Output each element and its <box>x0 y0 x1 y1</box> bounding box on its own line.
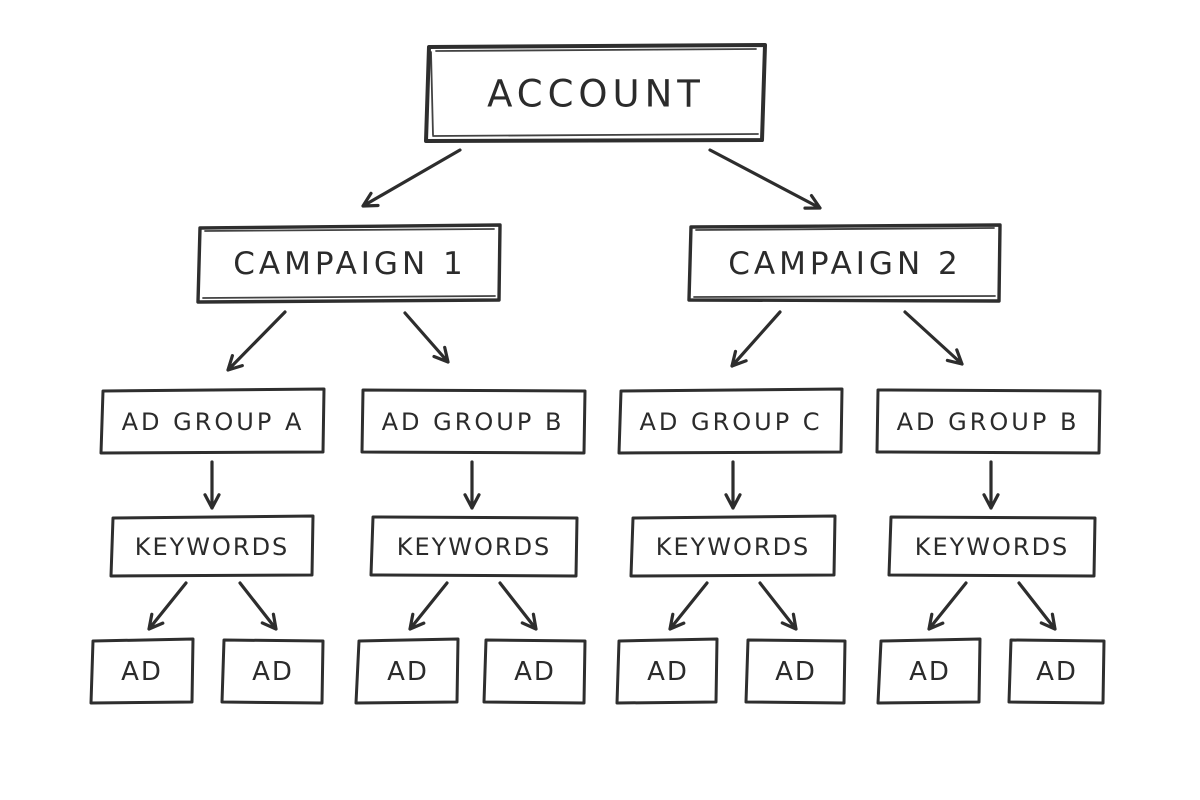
keywords-1-box <box>109 514 315 578</box>
campaign-2-label: CAMPAIGN 2 <box>728 246 961 282</box>
keywords-1-label: KEYWORDS <box>135 533 290 561</box>
ad-group-b-left-label: AD GROUP B <box>382 408 565 436</box>
ad-4-label: AD <box>514 657 556 687</box>
ad-8-box <box>1007 638 1106 705</box>
ad-1-box <box>89 637 195 705</box>
arrow-ad-group-a-to-keywords-1 <box>203 460 221 510</box>
ad-6-box <box>744 638 847 705</box>
arrow-keywords-1-to-ad-1 <box>147 581 188 631</box>
ad-6-label: AD <box>775 657 817 687</box>
arrow-keywords-1-to-ad-2 <box>238 581 278 631</box>
ad-3-label: AD <box>387 657 429 687</box>
node-keywords-4: KEYWORDS <box>887 515 1097 578</box>
arrow-campaign-1-to-ad-group-a <box>226 310 287 372</box>
arrow-keywords-2-to-ad-4 <box>498 581 538 631</box>
campaign-2-box <box>687 223 1002 303</box>
arrow-ad-group-b-left-to-keywords-2 <box>463 460 481 510</box>
arrow-keywords-4-to-ad-7 <box>927 581 968 631</box>
node-account: ACCOUNT <box>424 43 767 143</box>
arrow-keywords-2-to-ad-3 <box>408 581 449 631</box>
ad-1-label: AD <box>121 657 163 687</box>
ad-group-a-label: AD GROUP A <box>122 408 305 436</box>
arrow-campaign-2-to-ad-group-b-right <box>903 310 964 366</box>
account-label: ACCOUNT <box>487 73 705 116</box>
node-ad-group-c: AD GROUP C <box>617 387 844 455</box>
arrow-keywords-4-to-ad-8 <box>1017 581 1057 631</box>
node-ad-8: AD <box>1007 638 1106 705</box>
node-campaign-1: CAMPAIGN 1 <box>196 223 502 304</box>
node-ad-group-a: AD GROUP A <box>99 387 326 455</box>
ad-8-label: AD <box>1036 657 1078 687</box>
campaign-1-label: CAMPAIGN 1 <box>233 246 466 282</box>
ad-4-box <box>482 638 587 705</box>
keywords-3-label: KEYWORDS <box>656 533 811 561</box>
node-ad-6: AD <box>744 638 847 705</box>
ad-5-label: AD <box>647 657 689 687</box>
node-ad-group-b-left: AD GROUP B <box>360 388 587 455</box>
keywords-4-box <box>887 515 1097 578</box>
node-ad-4: AD <box>482 638 587 705</box>
account-box-overdraw <box>430 48 759 137</box>
ad-7-box <box>876 637 982 705</box>
ad-3-box <box>354 637 460 705</box>
keywords-3-box <box>629 514 837 578</box>
node-campaign-2: CAMPAIGN 2 <box>687 223 1002 303</box>
arrow-ad-group-c-to-keywords-3 <box>724 460 742 510</box>
keywords-4-label: KEYWORDS <box>915 533 1070 561</box>
node-ad-5: AD <box>615 637 719 705</box>
arrow-account-to-campaign-2 <box>708 148 822 210</box>
node-ad-1: AD <box>89 637 195 705</box>
node-ad-group-b-right: AD GROUP B <box>875 388 1102 455</box>
arrow-keywords-3-to-ad-6 <box>758 581 798 631</box>
arrow-campaign-1-to-ad-group-b-left <box>403 311 450 364</box>
campaign-1-box-overdraw <box>202 228 496 299</box>
ad-2-box <box>220 638 325 705</box>
node-keywords-1: KEYWORDS <box>109 514 315 578</box>
ad-2-label: AD <box>252 657 294 687</box>
arrow-keywords-3-to-ad-5 <box>668 581 709 631</box>
campaign-2-box-overdraw <box>693 227 996 298</box>
ad-group-a-box <box>99 387 326 455</box>
edges-layer <box>147 148 1057 631</box>
campaign-1-box <box>196 223 502 304</box>
ad-group-b-right-label: AD GROUP B <box>897 408 1080 436</box>
node-ad-3: AD <box>354 637 460 705</box>
ad-group-c-label: AD GROUP C <box>639 408 822 436</box>
node-ad-7: AD <box>876 637 982 705</box>
arrow-ad-group-b-right-to-keywords-4 <box>982 460 1000 510</box>
node-keywords-3: KEYWORDS <box>629 514 837 578</box>
ad-5-box <box>615 637 719 705</box>
ad-group-c-box <box>617 387 844 455</box>
account-box <box>424 43 767 143</box>
node-keywords-2: KEYWORDS <box>369 515 579 578</box>
ad-group-b-left-box <box>360 388 587 455</box>
ad-group-b-right-box <box>875 388 1102 455</box>
arrow-campaign-2-to-ad-group-c <box>730 310 782 368</box>
node-ad-2: AD <box>220 638 325 705</box>
keywords-2-label: KEYWORDS <box>397 533 552 561</box>
keywords-2-box <box>369 515 579 578</box>
arrow-account-to-campaign-1 <box>361 148 462 208</box>
ad-7-label: AD <box>909 657 951 687</box>
